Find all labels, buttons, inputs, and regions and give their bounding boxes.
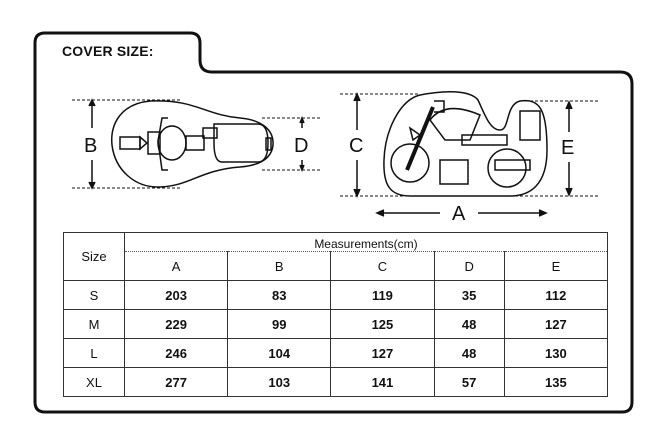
value-cell: 127 [330, 338, 435, 368]
value-cell: 48 [433, 309, 505, 339]
size-cell: M [63, 309, 125, 339]
value-cell: 135 [503, 367, 609, 397]
top-view-diagram [72, 98, 320, 190]
value-cell: 48 [433, 338, 505, 368]
column-header: E [503, 251, 609, 281]
column-header: B [227, 251, 332, 281]
value-cell: 35 [433, 280, 505, 310]
value-cell: 141 [330, 367, 435, 397]
value-cell: 83 [227, 280, 332, 310]
side-view-diagram [340, 90, 600, 217]
measurements-header: Measurements(cm) [124, 232, 608, 252]
table-row: XL 277 103 141 57 135 [63, 367, 609, 397]
value-cell: 99 [227, 309, 332, 339]
column-header-row: A B C D E [64, 251, 609, 281]
table-row: L 246 104 127 48 130 [63, 338, 609, 368]
size-header: Size [63, 232, 125, 281]
cover-size-title: COVER SIZE: [62, 43, 154, 59]
table-row: M 229 99 125 48 127 [63, 309, 609, 339]
value-cell: 246 [123, 338, 229, 368]
size-cell: S [63, 280, 125, 310]
dimension-label-d: D [294, 135, 308, 157]
column-header: C [330, 251, 435, 281]
value-cell: 112 [503, 280, 609, 310]
dimension-label-a: A [452, 203, 466, 225]
value-cell: 125 [330, 309, 435, 339]
dimension-label-b: B [84, 135, 97, 157]
value-cell: 127 [503, 309, 609, 339]
column-header: A [123, 251, 229, 281]
size-table: Size Measurements(cm) A B C D E S 203 83… [63, 232, 609, 397]
value-cell: 130 [503, 338, 609, 368]
value-cell: 277 [123, 367, 229, 397]
dimension-label-e: E [561, 137, 574, 159]
size-cell: XL [63, 367, 125, 397]
value-cell: 57 [433, 367, 505, 397]
table-row: S 203 83 119 35 112 [63, 280, 609, 310]
size-cell: L [63, 338, 125, 368]
value-cell: 203 [123, 280, 229, 310]
column-header: D [433, 251, 505, 281]
value-cell: 119 [330, 280, 435, 310]
value-cell: 229 [123, 309, 229, 339]
dimension-label-c: C [349, 135, 363, 157]
value-cell: 104 [227, 338, 332, 368]
value-cell: 103 [227, 367, 332, 397]
